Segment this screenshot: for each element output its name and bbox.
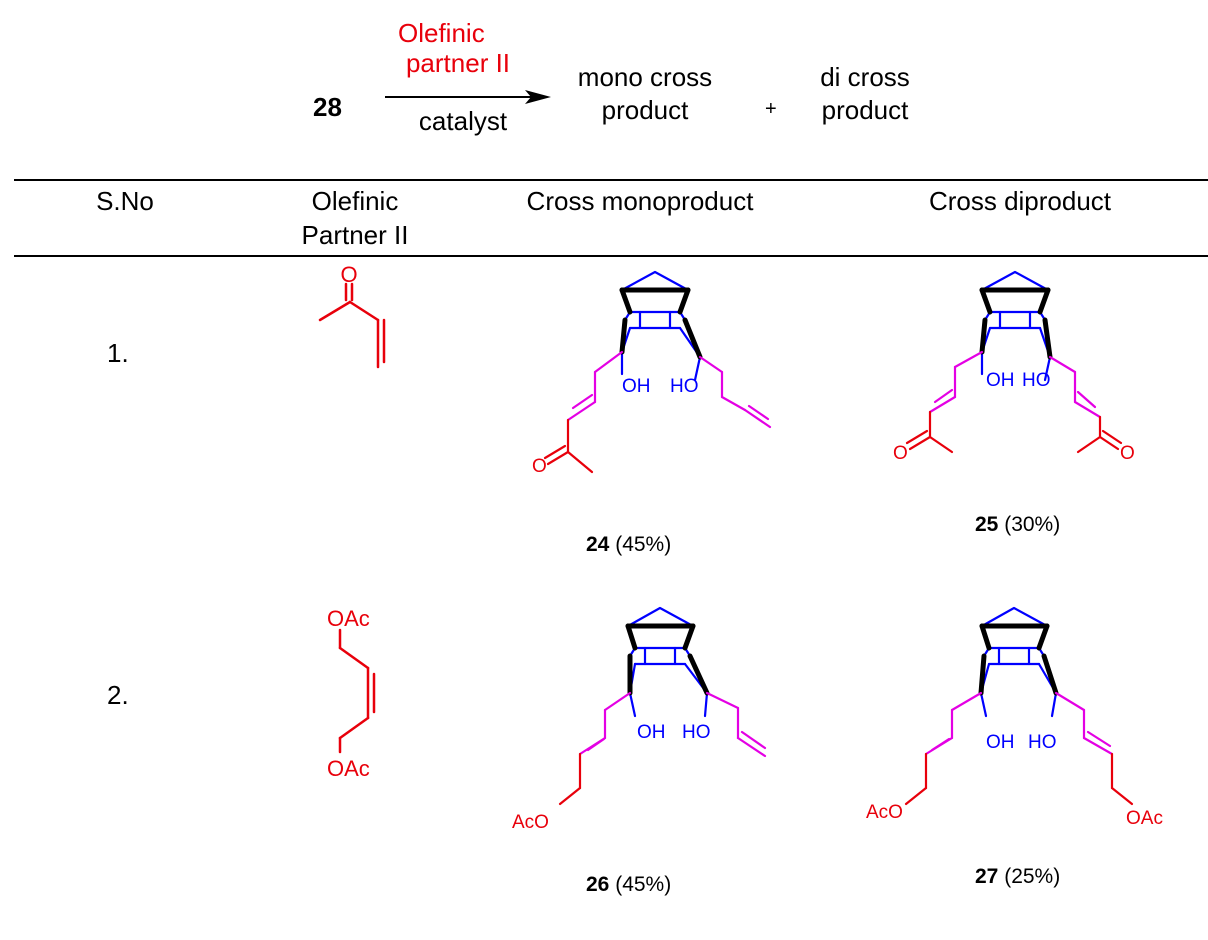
header-partner-line1: Olefinic bbox=[311, 186, 399, 216]
di-27-oh-left: OH bbox=[986, 732, 1015, 753]
compound-26-number: 26 bbox=[586, 873, 610, 896]
partner-structure-2: OAc OAc bbox=[327, 606, 376, 781]
mono-26-acetate: AcO bbox=[512, 812, 549, 833]
reagent-label-line1: Olefinic bbox=[398, 18, 485, 48]
di-25-oh-left: OH bbox=[986, 370, 1015, 391]
table-header-rule bbox=[14, 255, 1208, 257]
product-structure-25: OH HO O O bbox=[893, 270, 1135, 464]
compound-25-number: 25 bbox=[975, 513, 999, 536]
compound-27-yield: (25%) bbox=[1004, 865, 1061, 888]
compound-26-yield: (45%) bbox=[615, 873, 672, 896]
reaction-arrow bbox=[385, 90, 551, 104]
compound-24-yield: (45%) bbox=[615, 533, 672, 556]
product-structure-27: OH HO AcO OAc bbox=[866, 606, 1163, 829]
acetate-bottom-label: OAc bbox=[327, 756, 370, 781]
compound-24-number: 24 bbox=[586, 533, 610, 556]
di-27-acetate-right: OAc bbox=[1126, 808, 1163, 829]
reactant-label: 28 bbox=[313, 92, 342, 122]
compound-27-caption: 27 (25%) bbox=[975, 862, 1060, 892]
di-product-line1: di cross bbox=[820, 62, 910, 92]
compound-25-caption: 25 (30%) bbox=[975, 510, 1060, 540]
header-monoproduct: Cross monoproduct bbox=[526, 186, 754, 216]
mono-24-oh-right: HO bbox=[670, 376, 699, 397]
mono-product-line1: mono cross bbox=[577, 62, 713, 92]
product-structure-26: OH HO AcO bbox=[512, 606, 767, 833]
mono-24-oh-left: OH bbox=[622, 376, 651, 397]
di-27-oh-right: HO bbox=[1028, 732, 1057, 753]
compound-27-number: 27 bbox=[975, 865, 999, 888]
catalyst-label: catalyst bbox=[418, 106, 508, 136]
mono-24-ketone-o: O bbox=[532, 456, 547, 477]
compound-24-caption: 24 (45%) bbox=[586, 530, 671, 560]
header-partner-line2: Partner II bbox=[301, 220, 409, 250]
di-25-ketone-o-left: O bbox=[893, 443, 908, 464]
header-sno: S.No bbox=[96, 186, 154, 216]
mono-26-oh-right: HO bbox=[682, 722, 711, 743]
table-top-rule bbox=[14, 179, 1208, 181]
reagent-label-line2: partner II bbox=[405, 48, 511, 78]
compound-26-caption: 26 (45%) bbox=[586, 870, 671, 900]
partner-structure-1: O bbox=[318, 262, 386, 369]
di-product-line2: product bbox=[821, 95, 909, 125]
mono-product-line2: product bbox=[601, 95, 689, 125]
row-number-2: 2. bbox=[107, 680, 129, 710]
di-25-oh-right: HO bbox=[1022, 370, 1051, 391]
row-number-1: 1. bbox=[107, 338, 129, 368]
product-structure-24: OH HO O bbox=[532, 270, 772, 477]
compound-25-yield: (30%) bbox=[1004, 513, 1061, 536]
mono-26-oh-left: OH bbox=[637, 722, 666, 743]
acetate-top-label: OAc bbox=[327, 606, 370, 631]
header-diproduct: Cross diproduct bbox=[928, 186, 1112, 216]
plus-sign: + bbox=[765, 98, 777, 120]
di-27-acetate-left: AcO bbox=[866, 802, 903, 823]
di-25-ketone-o-right: O bbox=[1120, 443, 1135, 464]
ketone-oxygen-label: O bbox=[340, 262, 357, 287]
